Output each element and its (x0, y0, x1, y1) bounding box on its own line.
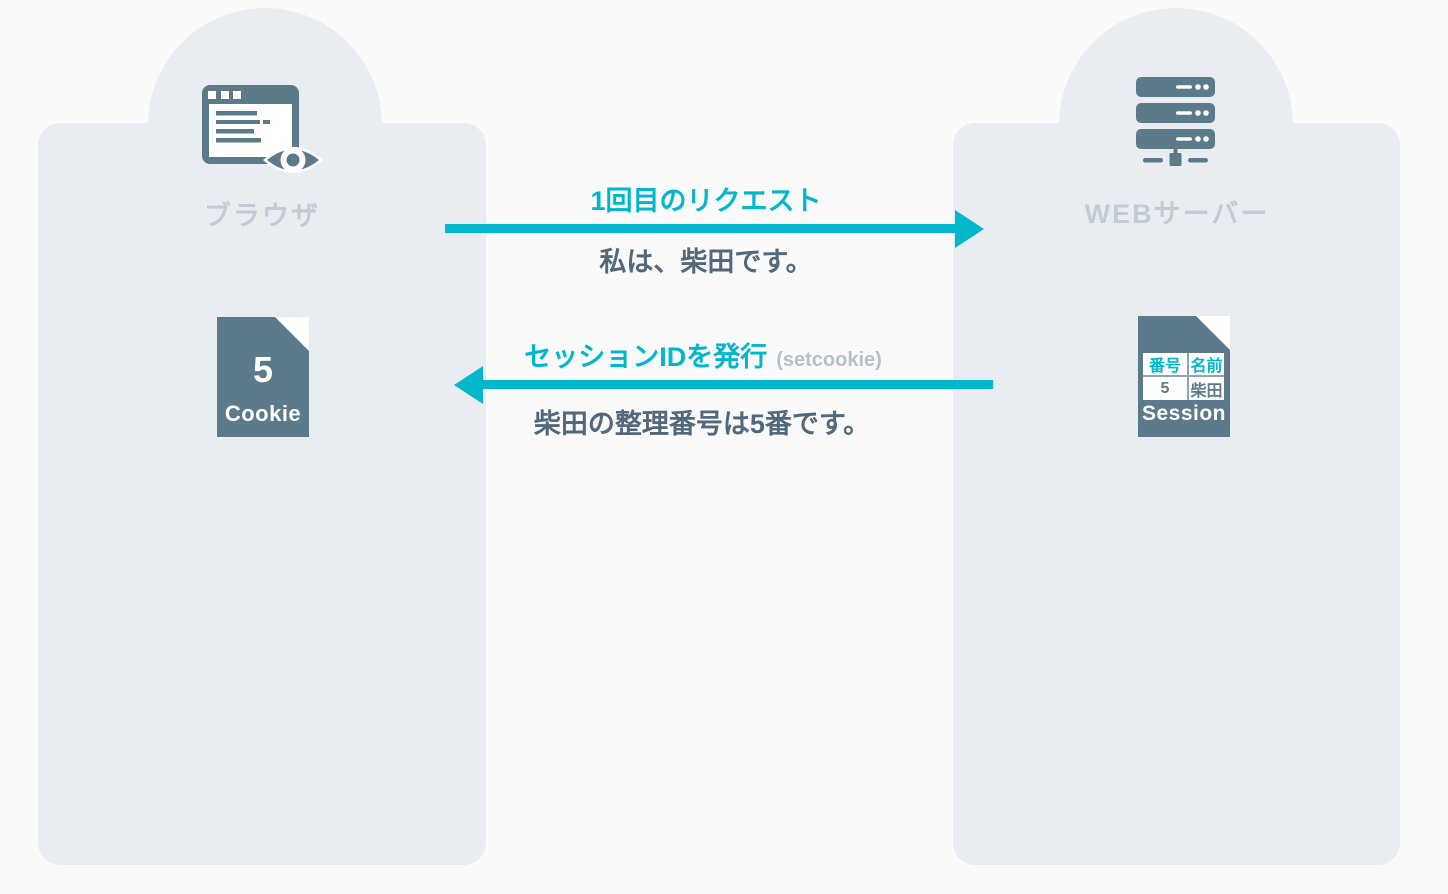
cookie-session-id: 5 (252, 349, 274, 390)
session-document: 番号 名前 5 柴田 Session (1138, 316, 1230, 437)
response-arrow-line (482, 380, 993, 389)
cookie-document: 5 Cookie (217, 317, 309, 437)
response-title: セッションIDを発行 (524, 342, 768, 372)
server-stack-icon (1136, 77, 1215, 166)
server-label: WEBサーバー (1084, 199, 1270, 229)
request-arrow-head-icon (955, 210, 984, 248)
session-table-header-number: 番号 (1143, 353, 1187, 375)
session-table: 番号 名前 5 柴田 (1143, 353, 1224, 400)
response-title-note: (setcookie) (776, 349, 882, 371)
browser-panel (38, 123, 486, 865)
browser-label: ブラウザ (204, 201, 320, 231)
document-icon (217, 317, 309, 437)
cookie-doc-label: Cookie (224, 401, 302, 426)
session-table-header-name: 名前 (1189, 353, 1224, 375)
session-table-value-name: 柴田 (1189, 377, 1224, 400)
session-table-value-number: 5 (1143, 377, 1187, 400)
server-panel (953, 123, 1400, 865)
response-title-row: セッションIDを発行 (setcookie) (524, 342, 882, 373)
response-subtitle: 柴田の整理番号は5番です。 (533, 409, 871, 439)
session-doc-label: Session (1141, 402, 1227, 425)
request-title: 1回目のリクエスト (590, 186, 822, 216)
request-arrow-line (445, 224, 955, 233)
request-subtitle: 私は、柴田です。 (599, 247, 813, 277)
response-arrow-head-icon (454, 366, 483, 404)
browser-window-eye-icon (202, 85, 323, 173)
